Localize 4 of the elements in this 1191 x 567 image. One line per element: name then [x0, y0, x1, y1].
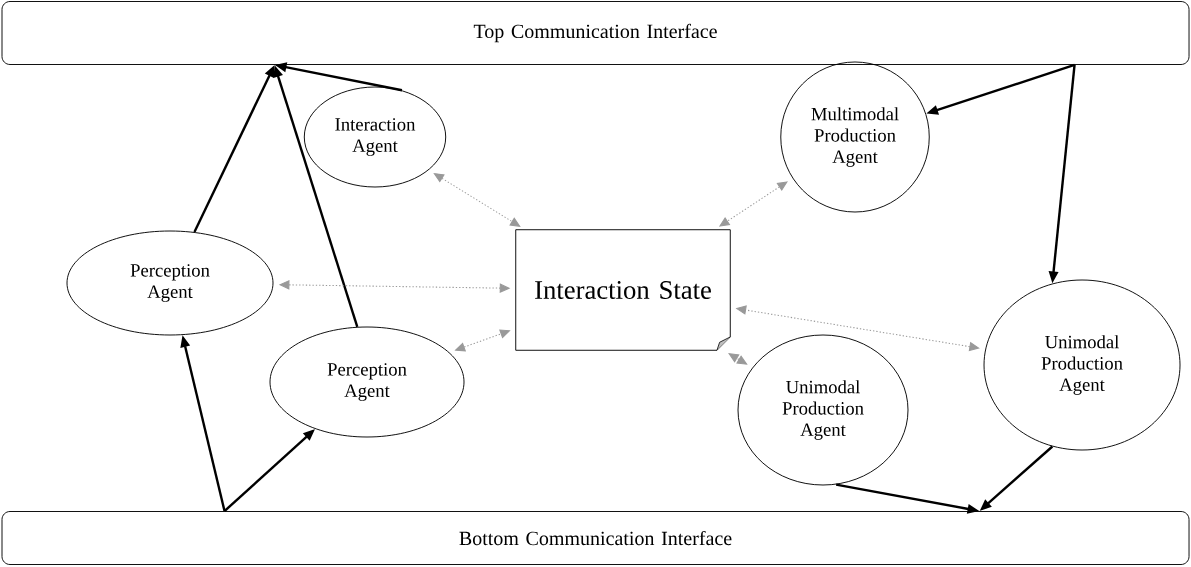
- interface-bar: Top Communication Interface: [1, 1, 1190, 65]
- interface-bar: Bottom Communication Interface: [1, 511, 1190, 565]
- state-document: Interaction State: [515, 229, 731, 351]
- dotted-arrow: [728, 353, 748, 365]
